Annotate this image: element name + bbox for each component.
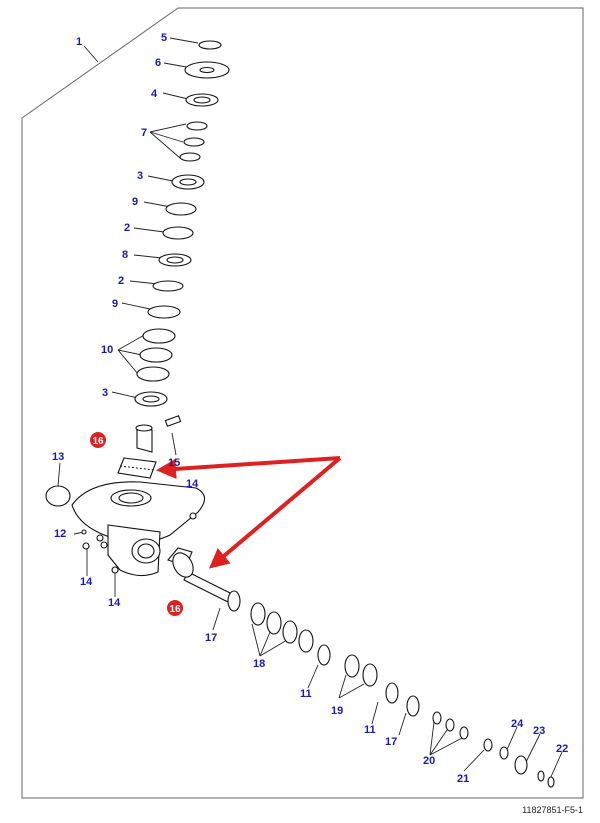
callout-label: 14 [108,597,121,609]
leader-lines [57,37,563,780]
callout-label: 20 [423,755,435,767]
callout-label: 8 [122,249,128,261]
callout-label: 15 [168,457,180,469]
highlight-label: 16 [169,604,181,615]
callout-label: 3 [137,170,143,182]
lower-shaft-stack [167,547,555,788]
callout-label: 14 [80,576,93,588]
callout-label: 1 [76,36,82,48]
highlight-label: 16 [92,436,104,447]
callout-label: 13 [52,451,64,463]
callout-label: 10 [101,344,113,356]
callout-label: 11 [300,688,312,700]
callout-label: 2 [118,275,124,287]
diagram-border [21,7,584,799]
highlight-badge [90,432,106,448]
callout-label: 4 [151,88,158,100]
reference-code: 11827851-F5-1 [522,805,583,815]
callout-label: 17 [205,632,217,644]
callout-label: 2 [124,222,130,234]
highlight-badge [167,600,183,616]
callout-label: 6 [155,57,161,69]
callout-label: 11 [364,724,376,736]
callout-label: 19 [331,705,343,717]
callout-label: 24 [511,718,524,730]
callout-label: 17 [385,736,397,748]
callout-label: 9 [112,298,118,310]
callout-label: 9 [132,196,138,208]
callout-label: 21 [457,773,469,785]
upper-shaft-stack [117,40,230,479]
gearbox-housing [45,481,206,577]
callout-labels: 1 5 6 4 7 3 9 2 8 2 9 10 3 13 15 14 12 1… [52,32,568,785]
callout-label: 3 [102,387,108,399]
callout-label: 7 [141,127,147,139]
callout-label: 23 [533,725,545,737]
callout-label: 12 [54,528,66,540]
highlight-callouts: 16 16 [90,432,183,616]
highlight-arrows [156,456,342,569]
callout-label: 22 [556,743,568,755]
callout-label: 18 [253,658,265,670]
callout-label: 5 [161,32,167,44]
callout-label: 14 [186,478,199,490]
